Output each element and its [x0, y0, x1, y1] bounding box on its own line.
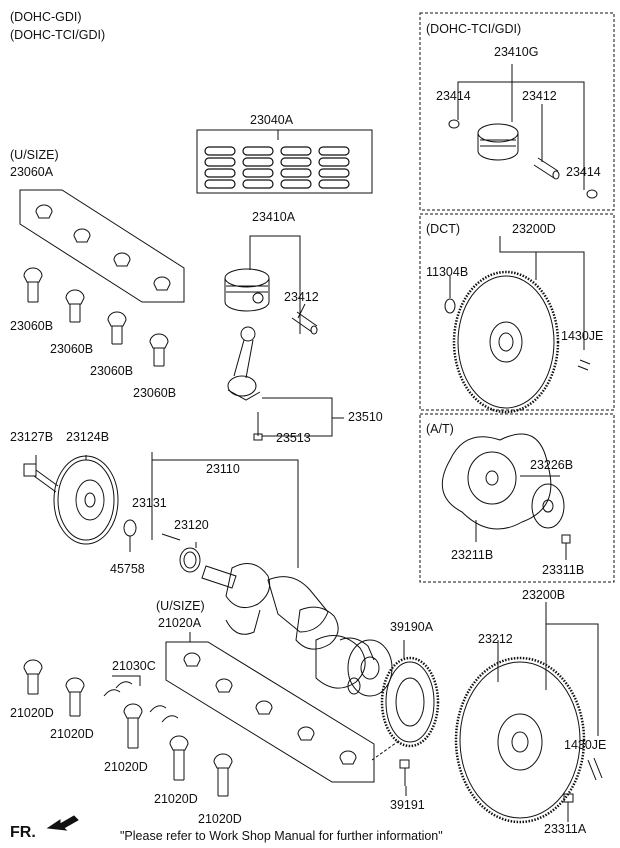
part-23040A: 23040A [250, 113, 294, 127]
crank-pulley [53, 455, 119, 545]
rod-bolt [253, 412, 263, 441]
part-23124B: 23124B [66, 430, 110, 444]
part-23127B: 23127B [10, 430, 54, 444]
pulley-bolt [23, 463, 59, 493]
bearing-shell-21020D-1 [23, 659, 43, 695]
tci-box-title: (DOHC-TCI/GDI) [426, 22, 522, 36]
part-23060B-1: 23060B [10, 319, 54, 333]
upper-bearing-panel [19, 189, 185, 303]
ring-gear-bolt [399, 759, 410, 786]
tci-clip-left [448, 119, 460, 129]
part-39190A: 39190A [390, 620, 434, 634]
part-23412-mid: 23412 [284, 290, 319, 304]
part-23226B: 23226B [530, 458, 574, 472]
bearing-shell-23060B-3 [107, 311, 127, 345]
at-drive-plate [441, 433, 552, 530]
front-arrow [46, 815, 79, 831]
bearing-shell-21020D-3 [123, 703, 143, 749]
bearing-shell-21020D-2 [65, 677, 85, 717]
mt-dowel [587, 757, 603, 781]
bearing-shell-21020D-4 [169, 735, 189, 781]
part-23060B-2: 23060B [50, 342, 94, 356]
piston-ring-set [204, 146, 350, 189]
bearing-shell-21020D-5 [213, 753, 233, 797]
at-box [419, 413, 615, 583]
part-23200B: 23200B [522, 588, 566, 602]
part-21030C: 21030C [112, 659, 156, 673]
crankshaft [201, 563, 393, 697]
part-21020D-4: 21020D [154, 792, 198, 806]
front-seal-23120 [179, 547, 201, 573]
mt-flywheel [454, 656, 586, 824]
part-23212: 23212 [478, 632, 513, 646]
usize-label-bottom: (U/SIZE) [156, 599, 205, 613]
dct-flywheel [452, 270, 560, 414]
part-21020D-1: 21020D [10, 706, 54, 720]
mt-bolt [563, 793, 574, 820]
upper-bearing-shells [35, 204, 171, 291]
part-23060B-4: 23060B [133, 386, 177, 400]
at-box-title: (A/T) [426, 422, 454, 436]
part-23412-right: 23412 [522, 89, 557, 103]
part-23414-right: 23414 [566, 165, 601, 179]
dct-dowel [577, 359, 591, 371]
part-23110: 23110 [206, 462, 240, 476]
engine-type-label-tci: (DOHC-TCI/GDI) [10, 28, 106, 42]
part-21020D-3: 21020D [104, 760, 148, 774]
lower-bearing-shells [183, 652, 357, 765]
part-23311B: 23311B [542, 563, 585, 577]
part-21020D-5: 21020D [198, 812, 242, 826]
bearing-shell-23060B-1 [23, 267, 43, 303]
tci-clip-right [586, 189, 598, 199]
part-23060A: 23060A [10, 165, 54, 179]
part-23410A: 23410A [252, 210, 296, 224]
part-23200D: 23200D [512, 222, 556, 236]
ring-gear [380, 656, 440, 748]
part-11304B: 11304B [426, 265, 469, 279]
piston-assembly [224, 268, 270, 312]
connecting-rod [227, 326, 261, 401]
part-23211B: 23211B [451, 548, 494, 562]
part-1430JE-top: 1430JE [561, 329, 604, 343]
key-45758 [123, 519, 137, 537]
dct-box-title: (DCT) [426, 222, 461, 236]
usize-label-top: (U/SIZE) [10, 148, 59, 162]
part-39191: 39191 [390, 798, 425, 812]
dct-seal [444, 298, 456, 314]
part-23131: 23131 [132, 496, 167, 510]
piston-ring-box [196, 129, 373, 194]
tci-pin [533, 157, 560, 180]
lower-bearing-panel [165, 641, 375, 783]
part-45758: 45758 [110, 562, 145, 576]
piston-pin [291, 311, 318, 335]
thrust-washers [103, 681, 179, 723]
front-label: FR. [10, 824, 36, 841]
part-1430JE-bottom: 1430JE [564, 738, 607, 752]
part-23060B-3: 23060B [90, 364, 134, 378]
part-23410G: 23410G [494, 45, 539, 59]
bearing-shell-23060B-4 [149, 333, 169, 367]
part-21020D-2: 21020D [50, 727, 94, 741]
part-23513: 23513 [276, 431, 311, 445]
part-21020A: 21020A [158, 616, 202, 630]
bearing-shell-23060B-2 [65, 289, 85, 323]
tci-box [419, 12, 615, 211]
part-23414-left: 23414 [436, 89, 471, 103]
dct-box [419, 213, 615, 411]
part-23311A: 23311A [544, 822, 587, 836]
engine-type-label-gdi: (DOHC-GDI) [10, 10, 82, 24]
tci-piston [477, 123, 519, 161]
at-bolt [561, 534, 571, 552]
part-23120: 23120 [174, 518, 209, 532]
at-adapter-plate [531, 483, 565, 529]
footer-note: "Please refer to Work Shop Manual for fu… [120, 829, 443, 843]
part-23510: 23510 [348, 410, 383, 424]
